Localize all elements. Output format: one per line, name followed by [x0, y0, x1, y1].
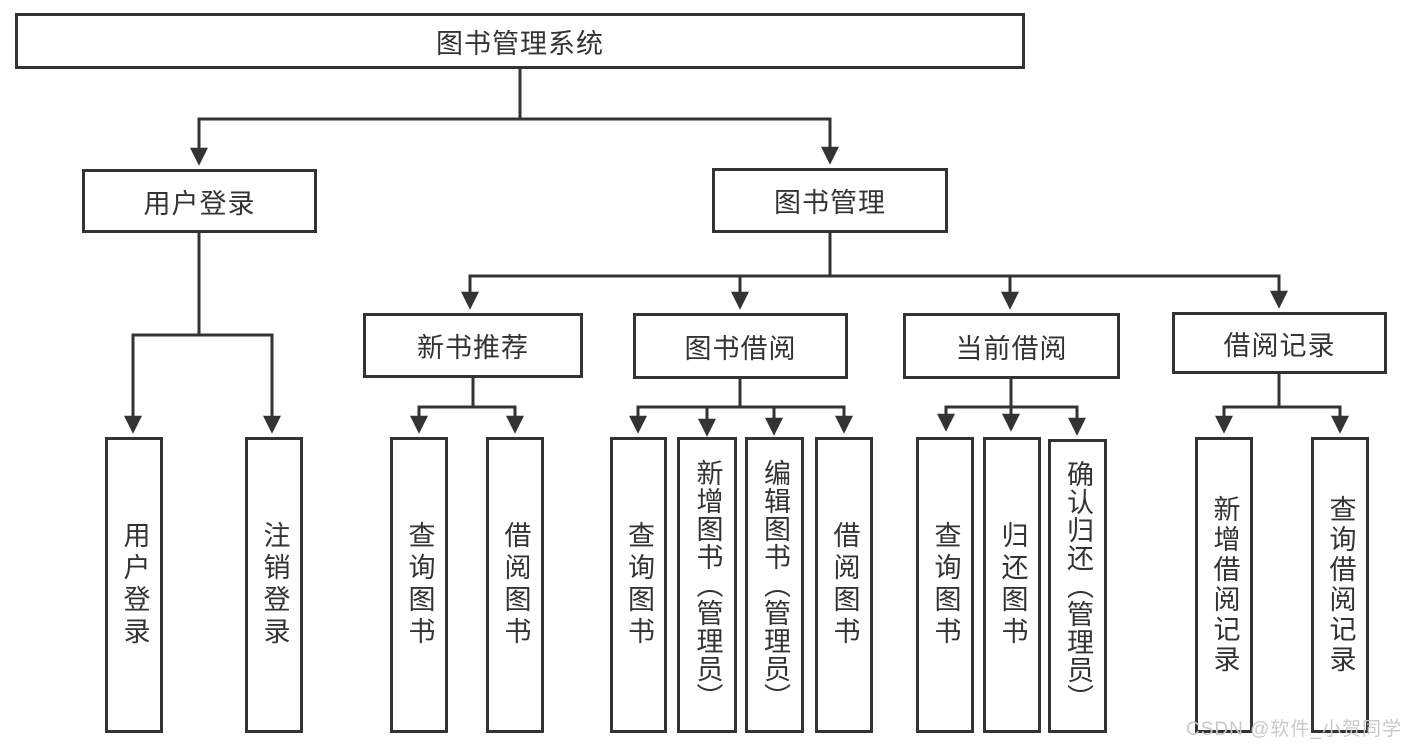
leaf-query-books: 查询图书 — [916, 437, 974, 733]
csdn-watermark: CSDN @软件_小贺同学 — [1186, 719, 1402, 740]
leaf-user-login: 用户登录 — [105, 437, 163, 733]
leaf-add-books-admin: 新增图书（管理员） — [677, 437, 737, 733]
node-label: 注销登录 — [259, 521, 290, 649]
node-label: 用户登录 — [143, 188, 256, 219]
node-book-borrow: 图书借阅 — [633, 313, 848, 379]
node-label: 借阅图书 — [500, 521, 531, 649]
leaf-borrow-books: 借阅图书 — [486, 437, 544, 733]
edge-newbook-to-leaves — [410, 378, 524, 434]
node-label: 用户登录 — [119, 521, 150, 649]
node-label: 借阅记录 — [1223, 330, 1336, 361]
node-label: 借阅图书 — [829, 521, 860, 649]
node-label: 查询图书 — [930, 521, 961, 649]
node-label: 编辑图书（管理员） — [760, 459, 790, 711]
edge-current-to-leaves — [937, 379, 1086, 436]
node-label: 归还图书 — [997, 521, 1028, 649]
node-current-borrow: 当前借阅 — [903, 313, 1120, 379]
node-label: 图书管理系统 — [436, 28, 604, 59]
leaf-query-books: 查询图书 — [610, 437, 667, 733]
node-book-management: 图书管理 — [712, 168, 948, 233]
node-label: 当前借阅 — [955, 333, 1068, 364]
node-borrow-records: 借阅记录 — [1172, 312, 1387, 374]
node-label: 确认归还（管理员） — [1063, 460, 1093, 712]
node-label: 新增图书（管理员） — [692, 459, 723, 711]
edge-userlogin-to-leaves — [124, 233, 281, 434]
node-label: 图书借阅 — [684, 333, 797, 364]
node-library-management-system: 图书管理系统 — [15, 13, 1025, 69]
edge-records-to-leaves — [1215, 374, 1349, 434]
edge-borrow-to-leaves — [629, 379, 853, 437]
leaf-logout: 注销登录 — [245, 437, 303, 733]
edge-bookmgmt-to-level3 — [461, 233, 1288, 310]
leaf-return-books: 归还图书 — [983, 437, 1041, 733]
leaf-add-borrow-record: 新增借阅记录 — [1195, 437, 1253, 733]
leaf-borrow-books: 借阅图书 — [815, 437, 873, 733]
leaf-query-borrow-record: 查询借阅记录 — [1311, 437, 1369, 733]
node-user-login: 用户登录 — [82, 169, 317, 233]
leaf-confirm-return-admin: 确认归还（管理员） — [1048, 439, 1107, 733]
node-label: 查询借阅记录 — [1325, 495, 1356, 675]
node-new-book-recommend: 新书推荐 — [363, 313, 583, 378]
node-label: 新增借阅记录 — [1209, 495, 1240, 675]
edge-root-to-level2 — [190, 69, 839, 166]
node-label: 新书推荐 — [417, 333, 529, 363]
leaf-query-books: 查询图书 — [390, 437, 448, 733]
leaf-edit-books-admin: 编辑图书（管理员） — [745, 437, 804, 733]
node-label: 查询图书 — [404, 521, 435, 649]
node-label: 查询图书 — [624, 521, 654, 649]
node-label: 图书管理 — [774, 188, 886, 218]
